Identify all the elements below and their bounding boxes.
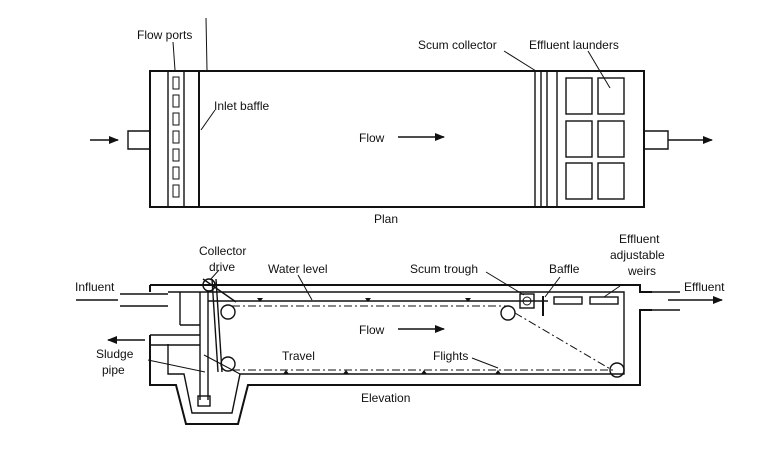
elevation-caption: Elevation — [361, 391, 410, 405]
inlet-chamber — [179, 292, 209, 400]
inlet-baffle-label: Inlet baffle — [214, 99, 269, 113]
scum-trough — [519, 293, 535, 309]
baffle-label: Baffle — [549, 262, 580, 276]
effluent-weirs-label-1: Effluent — [619, 232, 660, 246]
scum-collector-label: Scum collector — [418, 38, 497, 52]
effluent-label: Effluent — [684, 280, 725, 294]
flights-label: Flights — [433, 349, 468, 363]
influent-label: Influent — [75, 280, 115, 294]
sludge-pipe-label-2: pipe — [102, 363, 125, 377]
sprocket-top-right — [500, 305, 516, 321]
plan-flow-label: Flow — [359, 131, 385, 145]
sludge-pipe — [150, 334, 200, 346]
sprocket-bottom-left — [220, 356, 236, 372]
chain-flight-marks — [283, 370, 501, 374]
sludge-outlet — [197, 395, 211, 407]
plan-inlet-pipe — [127, 130, 150, 150]
water-level-label: Water level — [268, 262, 328, 276]
leader-inlet-baffle — [200, 109, 216, 131]
influent-pipe — [120, 293, 168, 307]
scum-trough-label: Scum trough — [410, 262, 478, 276]
effluent-pipe — [640, 291, 680, 311]
effluent-weirs-label-3: weirs — [627, 264, 656, 278]
leader-effluent-launders — [587, 50, 611, 89]
collector-drive-label-2: drive — [209, 260, 235, 274]
leader-scum-trough — [485, 271, 525, 296]
leader-sludge-pipe — [147, 359, 206, 373]
plan-view: Flow ports Inlet baffle Flow Scum collec… — [90, 17, 713, 226]
leader-extra — [205, 17, 208, 71]
elevation-inner-wall — [167, 291, 625, 414]
leader-collector-drive — [209, 269, 220, 281]
collector-drive-label-1: Collector — [199, 244, 246, 258]
effluent-weirs-label-2: adjustable — [610, 248, 665, 262]
sprocket-top-left — [220, 304, 236, 320]
leader-baffle — [544, 276, 561, 298]
leader-water-level — [297, 274, 313, 301]
water-level-marks — [257, 298, 471, 302]
effluent-weir-2 — [589, 296, 619, 305]
flow-ports — [172, 76, 180, 198]
leader-flights — [471, 357, 499, 369]
leader-flow-ports — [172, 41, 176, 71]
travel-label: Travel — [282, 349, 315, 363]
collector-drive — [202, 278, 237, 373]
flow-ports-label: Flow ports — [137, 28, 192, 42]
elevation-flow-label: Flow — [359, 323, 385, 337]
plan-outlet-pipe — [644, 130, 669, 150]
leader-scum-collector — [503, 50, 537, 72]
plan-caption: Plan — [374, 212, 398, 226]
effluent-launders — [565, 77, 625, 200]
sludge-pipe-label-1: Sludge — [96, 347, 134, 361]
effluent-launders-label: Effluent launders — [529, 38, 619, 52]
plan-tank-outline — [149, 70, 645, 208]
effluent-weir-1 — [553, 296, 583, 305]
leader-weirs — [603, 285, 621, 298]
collector-chain — [232, 305, 615, 371]
sprocket-bottom-right — [609, 362, 625, 378]
elevation-view: Collector drive Water level Scum trough … — [75, 232, 725, 425]
